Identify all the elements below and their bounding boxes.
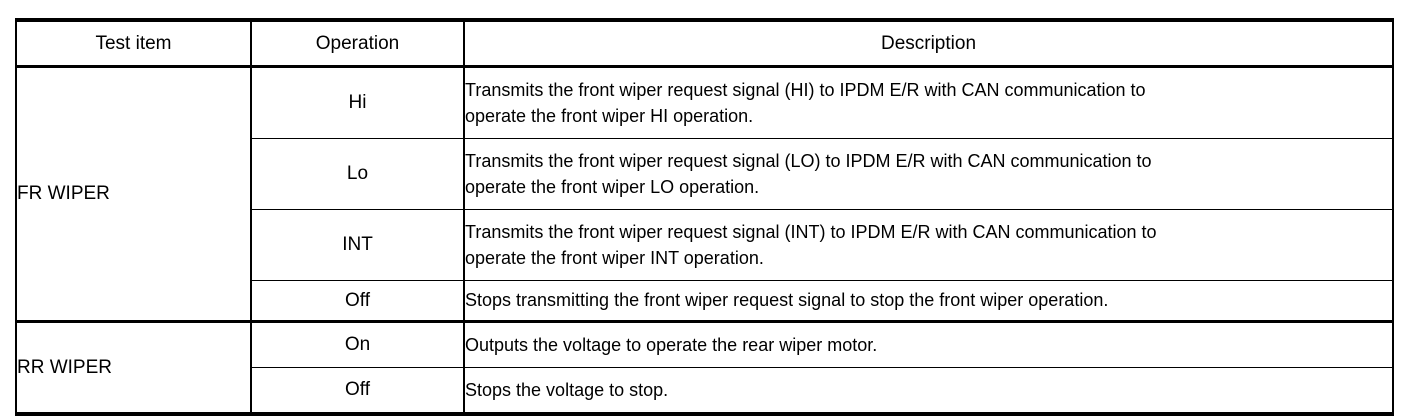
table-row: Lo Transmits the front wiper request sig… xyxy=(16,138,1393,210)
description-line: operate the front wiper LO operation. xyxy=(465,177,760,197)
cell-test-item-rr-wiper: RR WIPER xyxy=(16,320,252,414)
table-row: INT Transmits the front wiper request si… xyxy=(16,209,1393,281)
cell-description-rr-on: Outputs the voltage to operate the rear … xyxy=(464,320,1393,368)
table-row: Off Stops transmitting the front wiper r… xyxy=(16,280,1393,322)
column-header-description: Description xyxy=(464,20,1393,68)
description-line: operate the front wiper HI operation. xyxy=(465,106,754,126)
column-header-test-item: Test item xyxy=(16,20,252,68)
cell-operation-rr-on: On xyxy=(251,320,465,368)
cell-operation-int: INT xyxy=(251,209,465,281)
table-header: Test item Operation Description xyxy=(16,20,1393,68)
table-row: RR WIPER On Outputs the voltage to opera… xyxy=(16,320,1393,414)
spec-table-wrapper: Test item Operation Description FR WIPER… xyxy=(15,18,1394,416)
wiper-active-test-table: Test item Operation Description FR WIPER… xyxy=(15,18,1394,416)
description-line: Outputs the voltage to operate the rear … xyxy=(465,334,878,355)
cell-operation-rr-off: Off xyxy=(251,367,465,414)
table-body: FR WIPER Hi Transmits the front wiper re… xyxy=(16,66,1393,414)
cell-description-rr-off: Stops the voltage to stop. xyxy=(464,367,1393,414)
cell-description-int: Transmits the front wiper request signal… xyxy=(464,209,1393,281)
description-line: operate the front wiper INT operation. xyxy=(465,248,764,268)
cell-description-hi: Transmits the front wiper request signal… xyxy=(464,67,1393,139)
cell-description-fr-off: Stops transmitting the front wiper reque… xyxy=(464,280,1393,322)
cell-operation-hi: Hi xyxy=(251,66,465,139)
cell-operation-lo: Lo xyxy=(251,138,465,210)
cell-description-lo: Transmits the front wiper request signal… xyxy=(464,138,1393,210)
table-row: Off Stops the voltage to stop. xyxy=(16,367,1393,414)
description-line: Stops transmitting the front wiper reque… xyxy=(465,290,1109,311)
cell-operation-fr-off: Off xyxy=(251,280,465,322)
column-header-operation: Operation xyxy=(251,20,465,68)
description-line: Transmits the front wiper request signal… xyxy=(465,79,1146,100)
description-line: Transmits the front wiper request signal… xyxy=(465,221,1157,242)
table-row: FR WIPER Hi Transmits the front wiper re… xyxy=(16,66,1393,322)
cell-test-item-fr-wiper: FR WIPER xyxy=(16,66,252,322)
table-header-row: Test item Operation Description xyxy=(16,20,1393,68)
description-line: Transmits the front wiper request signal… xyxy=(465,150,1152,171)
description-line: Stops the voltage to stop. xyxy=(465,379,669,400)
